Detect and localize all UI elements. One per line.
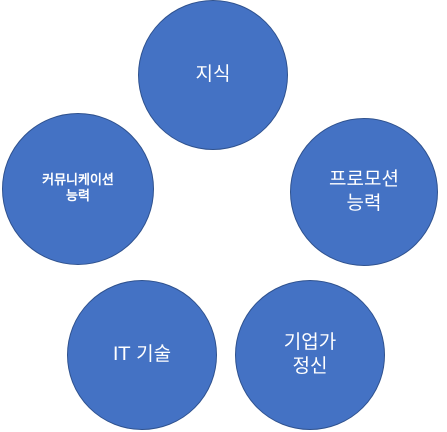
promotion-circle: 프로모션 능력 <box>290 118 438 266</box>
communication-label-line-2: 능력 <box>66 189 90 204</box>
promotion-label-line-2: 능력 <box>346 192 382 214</box>
knowledge-label: 지식 <box>195 63 231 86</box>
knowledge-circle: 지식 <box>138 0 288 150</box>
entrepreneurship-circle: 기업가 정신 <box>235 280 385 430</box>
entrepreneurship-label-line-1: 기업가 <box>283 331 337 354</box>
it-skill-circle: IT 기술 <box>67 280 217 430</box>
communication-label-line-1: 커뮤니케이션 <box>42 172 114 188</box>
entrepreneurship-label-line-2: 정신 <box>292 355 328 377</box>
communication-circle: 커뮤니케이션 능력 <box>2 113 154 265</box>
promotion-label-line-1: 프로모션 <box>329 168 399 191</box>
it-skill-label: IT 기술 <box>112 343 172 366</box>
